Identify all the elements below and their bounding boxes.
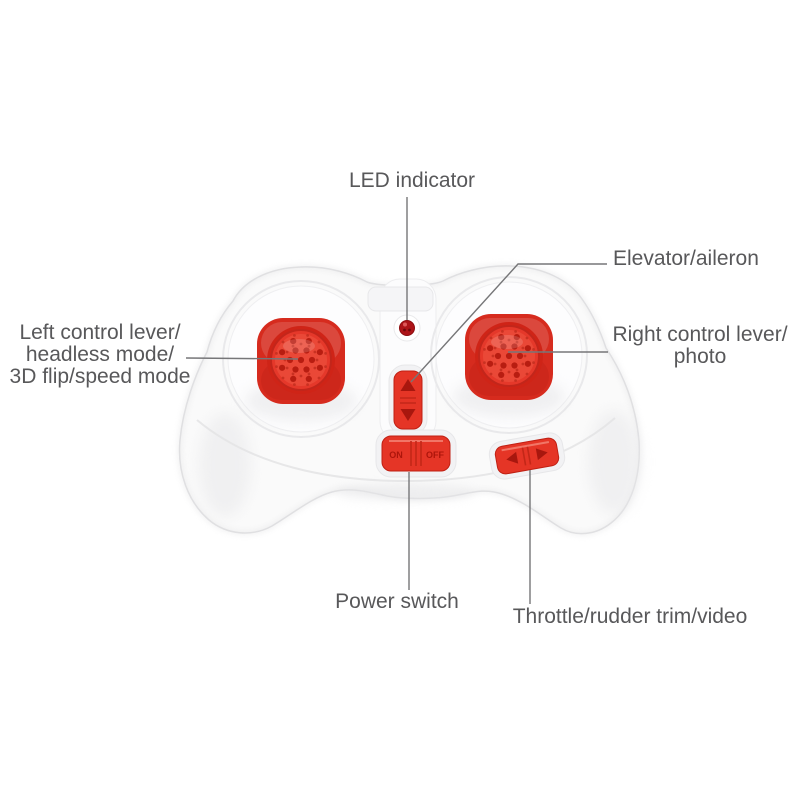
power-switch-off-label: OFF (426, 450, 444, 460)
label-line: Left control lever/ (19, 321, 181, 344)
right-grip-shading (588, 410, 640, 514)
label-line: 3D flip/speed mode (9, 365, 191, 388)
trim-up-arrow-icon (400, 379, 416, 391)
left-grip-shading (199, 413, 251, 517)
label-led-indicator: LED indicator (348, 169, 476, 192)
trim-down-arrow-icon (400, 409, 416, 421)
label-right-control-lever: Right control lever/ photo (600, 324, 800, 368)
callout-line-elevator (410, 263, 607, 383)
label-line: headless mode/ (25, 343, 175, 366)
power-switch-on-label: ON (389, 450, 403, 460)
label-left-control-lever: Left control lever/ headless mode/ 3D fl… (0, 322, 200, 388)
label-elevator-aileron: Elevator/aileron (613, 247, 759, 270)
trim-left-arrow-icon (506, 451, 519, 464)
label-line: Right control lever/ (612, 323, 788, 346)
trim-right-arrow-icon (535, 448, 548, 461)
led-indicator (393, 314, 421, 342)
throttle-rudder-trim-button (488, 432, 566, 480)
callout-line-left-control (185, 357, 299, 360)
top-recess-plate (367, 286, 434, 312)
body-edge-shading (178, 264, 641, 536)
right-control-stick (431, 277, 587, 433)
elevator-aileron-trim-button (388, 364, 428, 436)
label-line: photo (673, 345, 727, 368)
bottom-center-shading (335, 484, 475, 500)
label-power-switch: Power switch (335, 590, 459, 613)
power-switch: ON OFF (375, 429, 457, 478)
label-throttle-rudder-trim: Throttle/rudder trim/video (512, 605, 748, 628)
